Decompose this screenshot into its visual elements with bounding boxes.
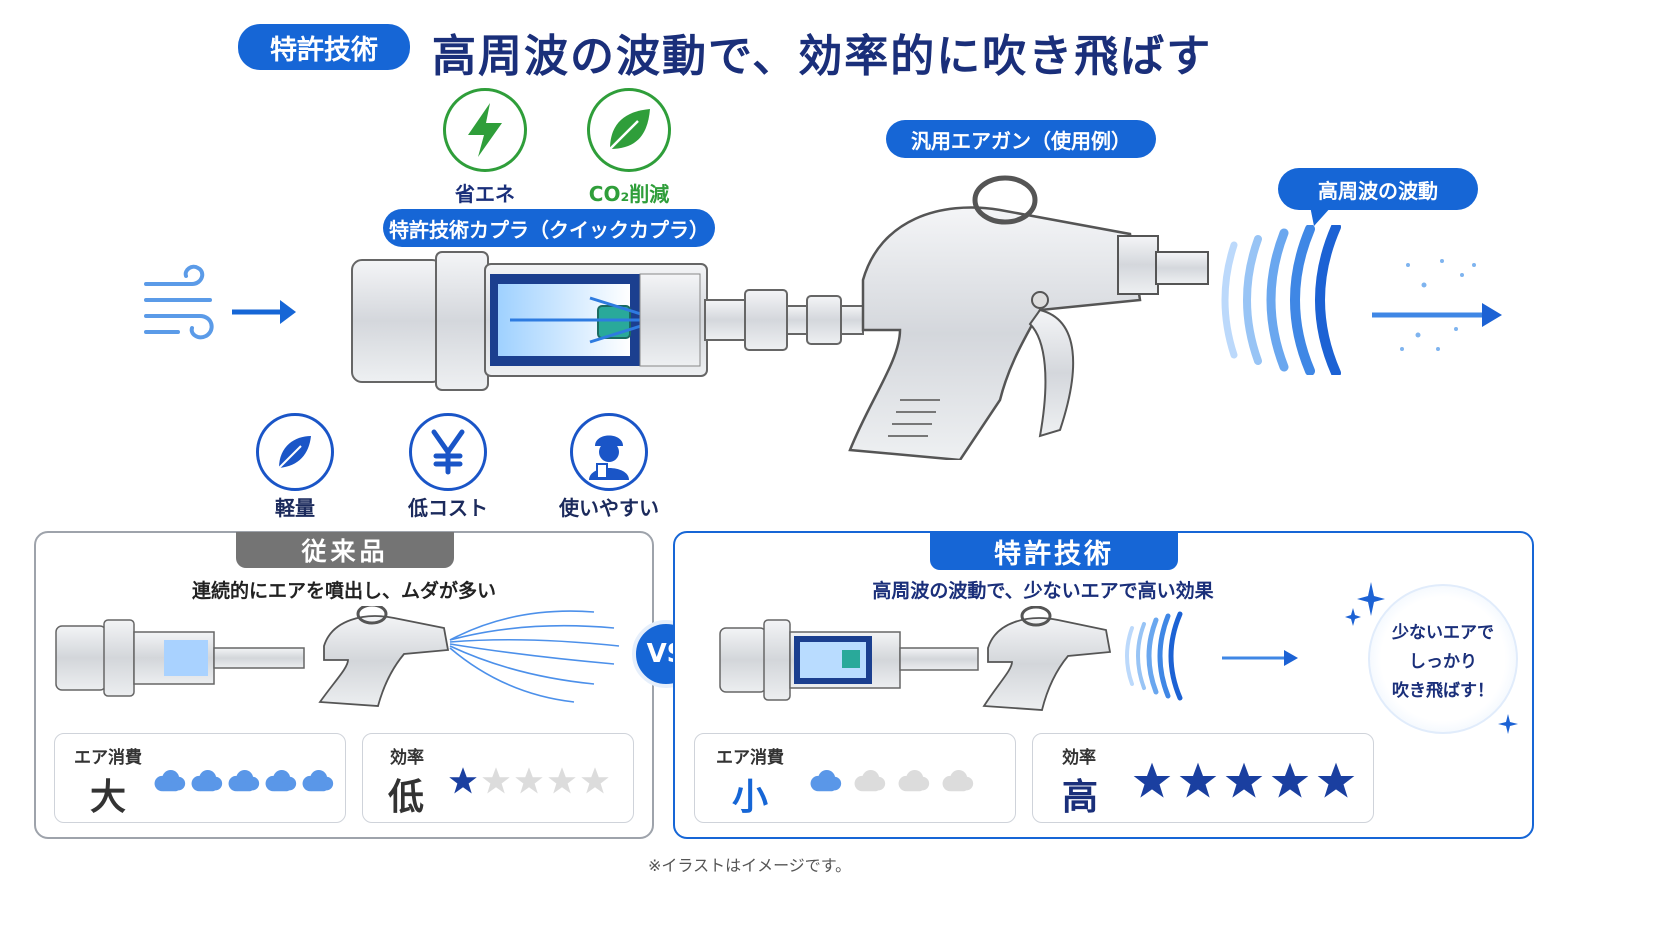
patented-gun-illustration (719, 606, 1298, 711)
patented-eff-value: 高 (1062, 777, 1099, 818)
wave-label-tail-icon (1310, 206, 1332, 226)
feature-label-lowcost: 低コスト (408, 496, 488, 520)
patented-air-card (694, 733, 1016, 823)
feather-icon (256, 413, 334, 491)
energy-icon (443, 88, 527, 172)
star-icon (1132, 761, 1172, 805)
conventional-subtitle: 連続的にエアを噴出し、ムダが多い (191, 580, 496, 602)
worker-icon (570, 413, 648, 491)
coupler-label: 特許技術カプラ（クイックカプラ） (383, 209, 715, 247)
wind-icon (144, 264, 296, 340)
patented-title: 特許技術 (930, 532, 1178, 570)
patented-eff-label: 効率 (1062, 748, 1096, 768)
conventional-eff-label: 効率 (390, 748, 424, 768)
energy-label: 省エネ (455, 182, 515, 206)
patented-air-clouds (808, 760, 988, 806)
cloud-icon (940, 767, 974, 799)
conventional-title: 従来品 (236, 532, 454, 568)
sparkle-small-icon (1498, 714, 1518, 734)
yen-icon (409, 413, 487, 491)
cloud-icon (808, 767, 842, 799)
header-badge: 特許技術 (238, 24, 410, 70)
conventional-air-clouds (152, 760, 337, 806)
cloud-icon (852, 767, 886, 799)
feature-label-easy: 使いやすい (559, 496, 659, 520)
star-icon (580, 766, 610, 800)
conventional-eff-value: 低 (388, 777, 425, 818)
page-title: 高周波の波動で、効率的に吹き飛ばす (432, 31, 1213, 82)
star-icon (448, 766, 478, 800)
patented-subtitle: 高周波の波動で、少ないエアで高い効果 (872, 580, 1214, 602)
effect-bubble: 少ないエアで しっかり 吹き飛ばす！ (1368, 584, 1518, 734)
cloud-icon (152, 767, 186, 799)
star-icon (1316, 761, 1356, 805)
cloud-icon (896, 767, 930, 799)
star-icon (514, 766, 544, 800)
patented-air-label: エア消費 (716, 748, 784, 768)
patented-eff-stars (1132, 760, 1368, 806)
airgun-label: 汎用エアガン（使用例） (886, 120, 1156, 158)
co2-label: CO₂削減 (588, 182, 670, 206)
star-icon (1178, 761, 1218, 805)
bubble-line-2: しっかり (1409, 651, 1477, 672)
feature-label-light: 軽量 (275, 496, 315, 520)
bubble-line-1: 少ないエアで (1392, 622, 1494, 643)
sparkle-icon (1345, 582, 1385, 626)
wave-label: 高周波の波動 (1278, 168, 1478, 210)
footnote: ※イラストはイメージです。 (648, 856, 852, 875)
star-icon (1224, 761, 1264, 805)
cloud-icon (300, 767, 334, 799)
conventional-gun-illustration (55, 606, 620, 707)
conventional-eff-stars (448, 763, 628, 803)
cloud-icon (226, 767, 260, 799)
star-icon (547, 766, 577, 800)
star-icon (1270, 761, 1310, 805)
cloud-icon (189, 767, 223, 799)
conventional-air-label: エア消費 (74, 748, 142, 768)
leaf-icon (587, 88, 671, 172)
bubble-line-3: 吹き飛ばす！ (1392, 680, 1494, 701)
conventional-air-value: 大 (90, 777, 127, 818)
wave-pulses-icon (1221, 225, 1502, 375)
patented-air-value: 小 (732, 777, 769, 818)
cloud-icon (263, 767, 297, 799)
star-icon (481, 766, 511, 800)
coupler-gun-illustration (351, 175, 1209, 460)
